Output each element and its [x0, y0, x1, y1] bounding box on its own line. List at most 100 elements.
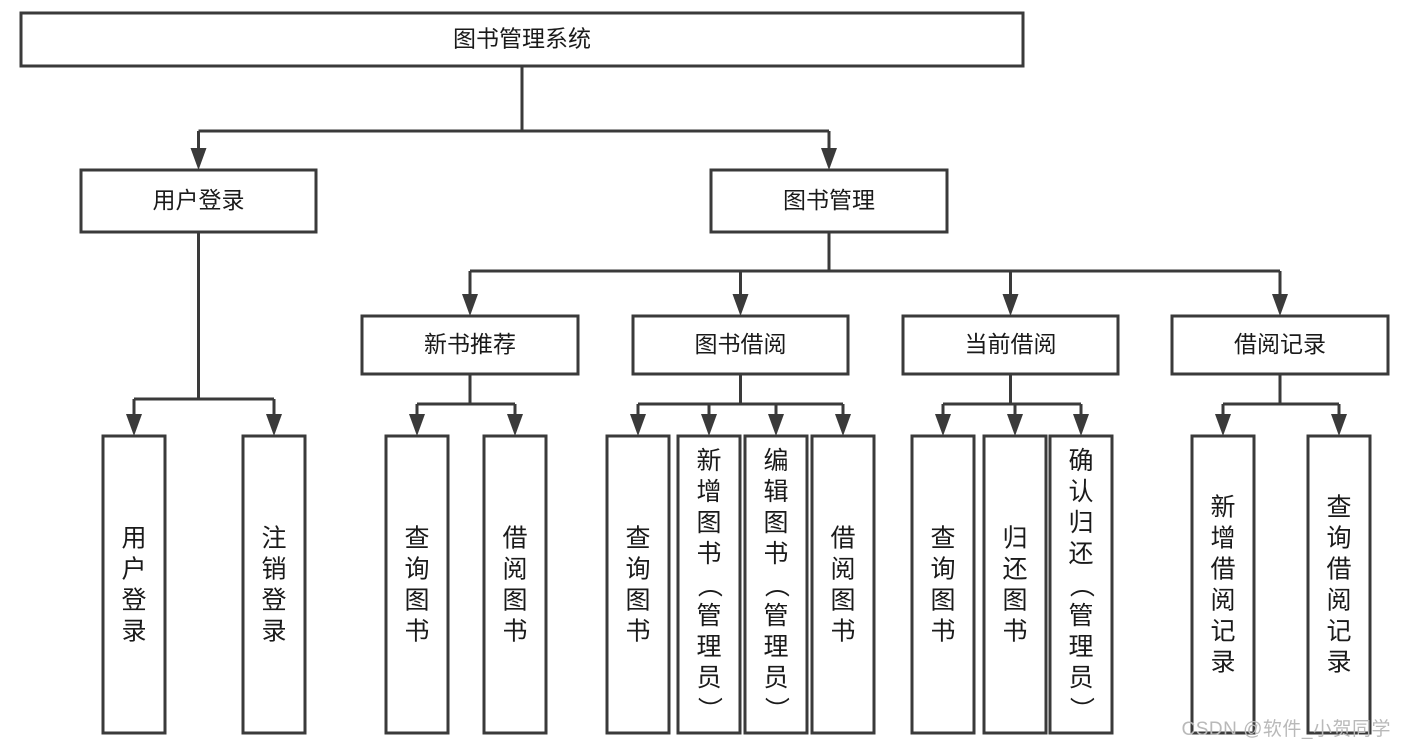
node-label-leaf-user-logout-char-0: 注 [261, 525, 286, 553]
node-label-leaf-query-book-recommend-char-2: 图 [404, 587, 429, 615]
node-label-leaf-confirm-return-char-0: 确 [1068, 447, 1093, 475]
node-box-leaf-edit-book[interactable] [743, 434, 809, 735]
node-leaf-user-login[interactable]: 用户登录 [101, 434, 167, 735]
arrow-head-icon [507, 414, 523, 436]
node-label-leaf-add-borrow-record-char-1: 增 [1210, 525, 1235, 553]
node-label-leaf-edit-book-char-4: （ [762, 573, 790, 598]
node-label-user-login: 用户登录 [153, 187, 245, 213]
node-label-leaf-query-borrow-record-char-0: 查 [1326, 494, 1351, 522]
node-label-leaf-query-borrow-record-char-4: 记 [1326, 618, 1351, 646]
node-box-user-login[interactable] [79, 168, 318, 234]
node-label-leaf-confirm-return-char-4: （ [1067, 573, 1095, 598]
connector-group-book-management [462, 232, 1288, 316]
node-label-leaf-add-book-char-8: ） [695, 697, 723, 722]
node-label-leaf-return-book-char-2: 图 [1002, 587, 1027, 615]
node-box-leaf-add-borrow-record[interactable] [1190, 434, 1256, 735]
arrow-head-icon [768, 414, 784, 436]
node-label-leaf-query-borrow-record-char-2: 借 [1326, 556, 1351, 584]
node-label-leaf-add-book-char-0: 新 [696, 447, 721, 475]
node-label-leaf-edit-book-char-2: 图 [763, 509, 788, 537]
node-label-leaf-query-book-borrow-char-2: 图 [625, 587, 650, 615]
node-box-book-borrow[interactable] [631, 314, 850, 376]
node-current-borrow[interactable]: 当前借阅 [901, 314, 1120, 376]
node-new-book-recommend[interactable]: 新书推荐 [360, 314, 580, 376]
node-box-book-management[interactable] [709, 168, 949, 234]
node-user-login[interactable]: 用户登录 [79, 168, 318, 234]
node-label-leaf-edit-book-char-1: 辑 [763, 478, 788, 506]
node-label-leaf-edit-book-char-7: 员 [763, 664, 788, 692]
node-box-borrow-record[interactable] [1170, 314, 1390, 376]
arrow-head-icon [1272, 294, 1288, 316]
node-label-leaf-add-book-char-5: 管 [696, 602, 721, 630]
node-box-leaf-return-book[interactable] [982, 434, 1048, 735]
connector-group-borrow-record [1215, 374, 1347, 436]
node-label-leaf-user-logout-char-2: 登 [261, 587, 286, 615]
node-label-leaf-edit-book-char-0: 编 [763, 447, 788, 475]
connector-group-current-borrow [935, 374, 1089, 436]
node-label-book-borrow: 图书借阅 [695, 331, 787, 357]
node-label-leaf-borrow-book-recommend-char-3: 书 [502, 618, 527, 646]
node-label-leaf-user-login-char-0: 用 [121, 525, 146, 553]
node-label-leaf-query-borrow-record-char-1: 询 [1326, 525, 1351, 553]
connector-group-new-book-recommend [409, 374, 523, 436]
node-box-leaf-query-borrow-record[interactable] [1306, 434, 1372, 735]
node-label-leaf-query-book-borrow-char-0: 查 [625, 525, 650, 553]
node-label-leaf-borrow-book-char-2: 图 [830, 587, 855, 615]
node-label-leaf-add-borrow-record-char-5: 录 [1210, 649, 1235, 677]
node-label-leaf-user-logout-char-1: 销 [261, 556, 286, 584]
node-label-leaf-query-book-current-char-1: 询 [930, 556, 955, 584]
node-label-leaf-edit-book-char-6: 理 [763, 633, 788, 661]
node-box-new-book-recommend[interactable] [360, 314, 580, 376]
connector-layer [126, 66, 1347, 436]
node-label-root: 图书管理系统 [453, 26, 591, 52]
node-label-leaf-borrow-book-char-3: 书 [830, 618, 855, 646]
node-label-leaf-add-book-char-4: （ [695, 573, 723, 598]
node-label-leaf-add-borrow-record-char-3: 阅 [1210, 587, 1235, 615]
node-label-leaf-return-book-char-0: 归 [1002, 525, 1027, 553]
node-box-leaf-query-book-borrow[interactable] [605, 434, 671, 735]
arrow-head-icon [126, 414, 142, 436]
node-book-borrow[interactable]: 图书借阅 [631, 314, 850, 376]
node-box-leaf-user-login[interactable] [101, 434, 167, 735]
node-book-management[interactable]: 图书管理 [709, 168, 949, 234]
node-label-leaf-edit-book-char-5: 管 [763, 602, 788, 630]
node-label-leaf-borrow-book-recommend-char-2: 图 [502, 587, 527, 615]
node-label-leaf-edit-book-char-8: ） [762, 697, 790, 722]
node-label-leaf-add-book-char-2: 图 [696, 509, 721, 537]
node-label-leaf-query-book-recommend-char-1: 询 [404, 556, 429, 584]
arrow-head-icon [935, 414, 951, 436]
node-box-leaf-add-book[interactable] [676, 434, 742, 735]
node-box-leaf-query-book-current[interactable] [910, 434, 976, 735]
node-label-leaf-borrow-book-char-1: 阅 [830, 556, 855, 584]
node-label-leaf-add-book-char-7: 员 [696, 664, 721, 692]
node-label-leaf-query-book-recommend-char-0: 查 [404, 525, 429, 553]
node-root-system[interactable]: 图书管理系统 [19, 11, 1025, 68]
node-box-leaf-confirm-return[interactable] [1048, 434, 1114, 735]
node-label-current-borrow: 当前借阅 [965, 331, 1057, 357]
arrow-head-icon [1002, 294, 1019, 316]
node-borrow-record[interactable]: 借阅记录 [1170, 314, 1390, 376]
node-label-borrow-record: 借阅记录 [1234, 331, 1326, 357]
node-box-leaf-borrow-book-recommend[interactable] [482, 434, 548, 735]
node-box-leaf-borrow-book[interactable] [810, 434, 876, 735]
connector-group-root [190, 66, 837, 170]
arrow-head-icon [266, 414, 282, 436]
node-label-leaf-confirm-return-char-1: 认 [1068, 478, 1093, 506]
node-box-leaf-query-book-recommend[interactable] [384, 434, 450, 735]
node-box-current-borrow[interactable] [901, 314, 1120, 376]
arrow-head-icon [1007, 414, 1023, 436]
node-box-leaf-user-logout[interactable] [241, 434, 307, 735]
node-box-root[interactable] [19, 11, 1025, 68]
